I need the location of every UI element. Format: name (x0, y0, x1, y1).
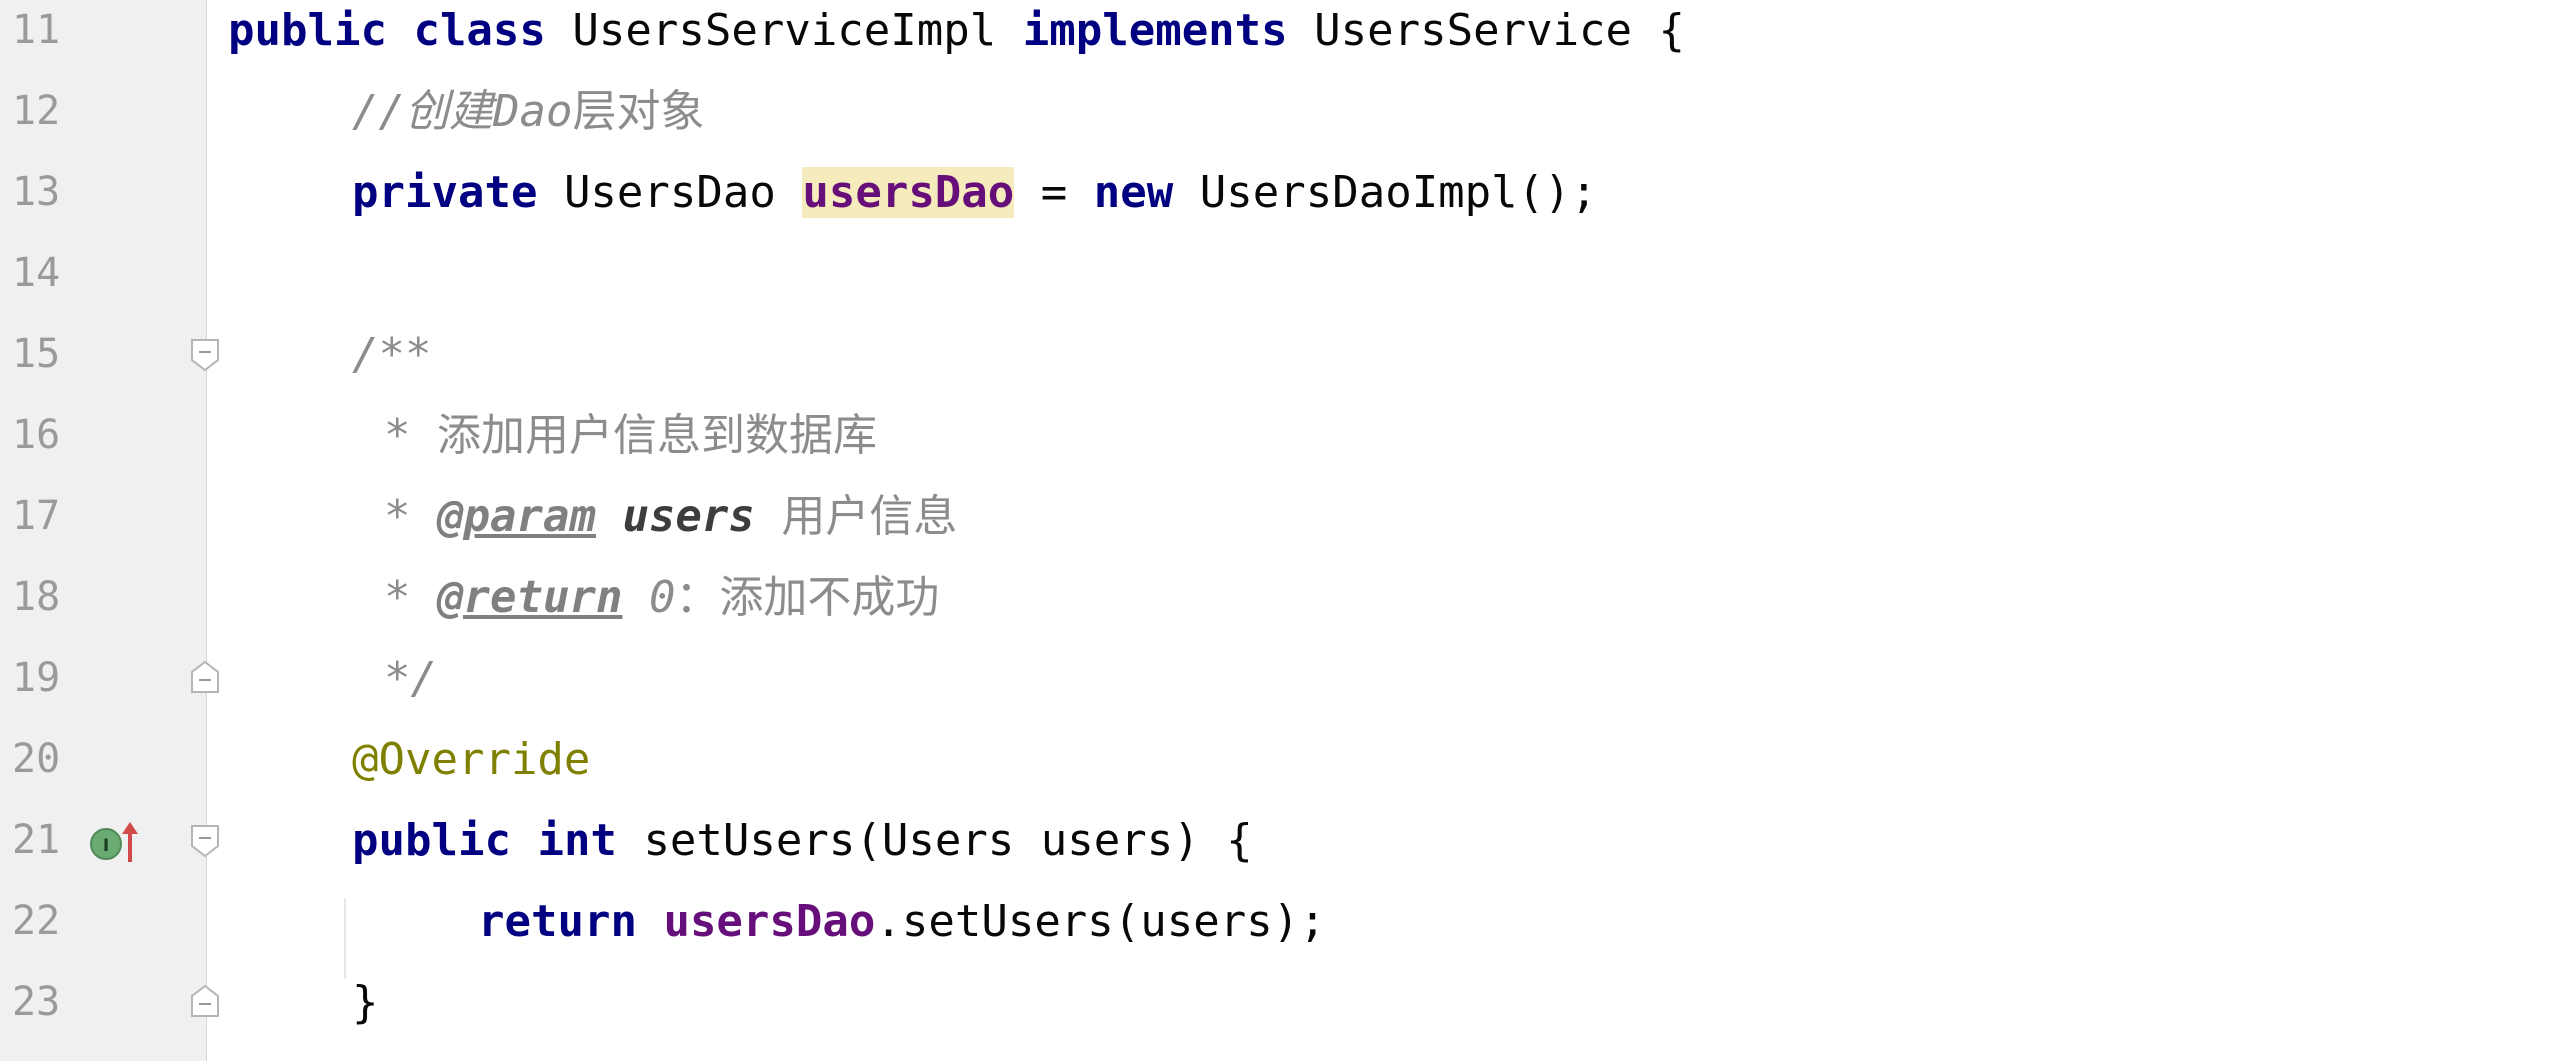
code-line[interactable]: 15 /** (0, 314, 2560, 395)
code-text[interactable]: /** (352, 314, 431, 395)
line-number: 18 (12, 574, 61, 620)
fold-start-icon[interactable] (190, 338, 220, 372)
javadoc-text: 0 (648, 572, 676, 623)
keyword: public (352, 815, 511, 866)
comment: //创建 (352, 86, 493, 137)
keyword: class (413, 5, 546, 56)
javadoc-param-name: users (622, 491, 755, 542)
keyword: private (352, 167, 538, 218)
keyword: new (1093, 167, 1174, 218)
keyword: public (228, 5, 387, 56)
keyword: int (537, 815, 617, 866)
code-text[interactable]: return usersDao.setUsers(users); (478, 881, 1326, 962)
method-signature: setUsers(Users users) { (643, 815, 1253, 866)
javadoc-end: */ (384, 653, 437, 704)
code-line[interactable]: 12 //创建Dao层对象 (0, 71, 2560, 152)
code-line[interactable]: 13 private UsersDao usersDao = new Users… (0, 152, 2560, 233)
line-number: 15 (12, 331, 61, 377)
code-line[interactable]: 11 public class UsersServiceImpl impleme… (0, 0, 2560, 71)
line-number-gutter[interactable] (0, 0, 207, 1061)
code-text[interactable]: //创建Dao层对象 (352, 71, 704, 152)
fold-end-icon[interactable] (190, 984, 220, 1018)
line-number: 17 (12, 493, 61, 539)
code-line[interactable]: 17 * @param users 用户信息 (0, 476, 2560, 557)
code-line[interactable]: 16 * 添加用户信息到数据库 (0, 395, 2560, 476)
javadoc-start: /** (352, 329, 432, 380)
code-text[interactable]: public int setUsers(Users users) { (352, 800, 1253, 881)
code-line[interactable]: 21 I public int setUsers(Users users) { (0, 800, 2560, 881)
operator: = (1040, 167, 1068, 218)
brace: } (352, 977, 379, 1028)
line-number: 19 (12, 655, 61, 701)
code-text[interactable]: } (352, 962, 379, 1043)
code-text[interactable]: public class UsersServiceImpl implements… (228, 0, 1685, 71)
field-usage[interactable]: usersDao (663, 896, 876, 947)
line-number: 14 (12, 250, 61, 296)
javadoc-text: 添加用户信息到数据库 (437, 410, 877, 461)
line-number: 11 (12, 7, 61, 53)
interface-name: UsersService (1314, 5, 1633, 56)
line-number: 13 (12, 169, 61, 215)
implements-method-icon[interactable]: I (88, 818, 148, 866)
keyword: implements (1022, 5, 1288, 56)
code-line[interactable]: 18 * @return 0：添加不成功 (0, 557, 2560, 638)
line-number: 23 (12, 979, 61, 1025)
line-number: 16 (12, 412, 61, 458)
javadoc-star: * (384, 491, 411, 542)
javadoc-text: 用户信息 (781, 491, 958, 542)
comment: Dao (492, 86, 573, 137)
type-name: UsersDao (563, 167, 776, 218)
line-number: 12 (12, 88, 61, 134)
annotation: @Override (352, 734, 591, 785)
brace: { (1658, 5, 1686, 56)
javadoc-tag: @return (437, 572, 623, 623)
javadoc-star: * (384, 572, 411, 623)
code-text[interactable]: */ (384, 638, 437, 719)
fold-start-icon[interactable] (190, 824, 220, 858)
class-name: UsersServiceImpl (572, 5, 997, 56)
method-call: .setUsers(users); (875, 896, 1326, 947)
field-usage-highlight[interactable]: usersDao (802, 167, 1015, 218)
code-text[interactable]: @Override (352, 719, 590, 800)
code-text[interactable]: * @param users 用户信息 (384, 476, 957, 557)
code-line[interactable]: 22 return usersDao.setUsers(users); (0, 881, 2560, 962)
line-number: 21 (12, 817, 61, 863)
code-line[interactable]: 23 } (0, 962, 2560, 1043)
comment: 层对象 (572, 86, 705, 137)
code-line[interactable]: 19 */ (0, 638, 2560, 719)
javadoc-star: * (384, 410, 411, 461)
code-line[interactable]: 20 @Override (0, 719, 2560, 800)
code-text[interactable]: private UsersDao usersDao = new UsersDao… (352, 152, 1597, 233)
javadoc-tag: @param (437, 491, 596, 542)
indent-guide (344, 898, 346, 979)
fold-end-icon[interactable] (190, 660, 220, 694)
code-line[interactable]: 14 (0, 233, 2560, 314)
svg-text:I: I (103, 836, 109, 856)
line-number: 20 (12, 736, 61, 782)
constructor-call: UsersDaoImpl(); (1199, 167, 1598, 218)
code-text[interactable]: * @return 0：添加不成功 (384, 557, 939, 638)
code-text[interactable]: * 添加用户信息到数据库 (384, 395, 877, 476)
javadoc-text: ：添加不成功 (675, 572, 940, 623)
line-number: 22 (12, 898, 61, 944)
keyword: return (478, 896, 637, 947)
